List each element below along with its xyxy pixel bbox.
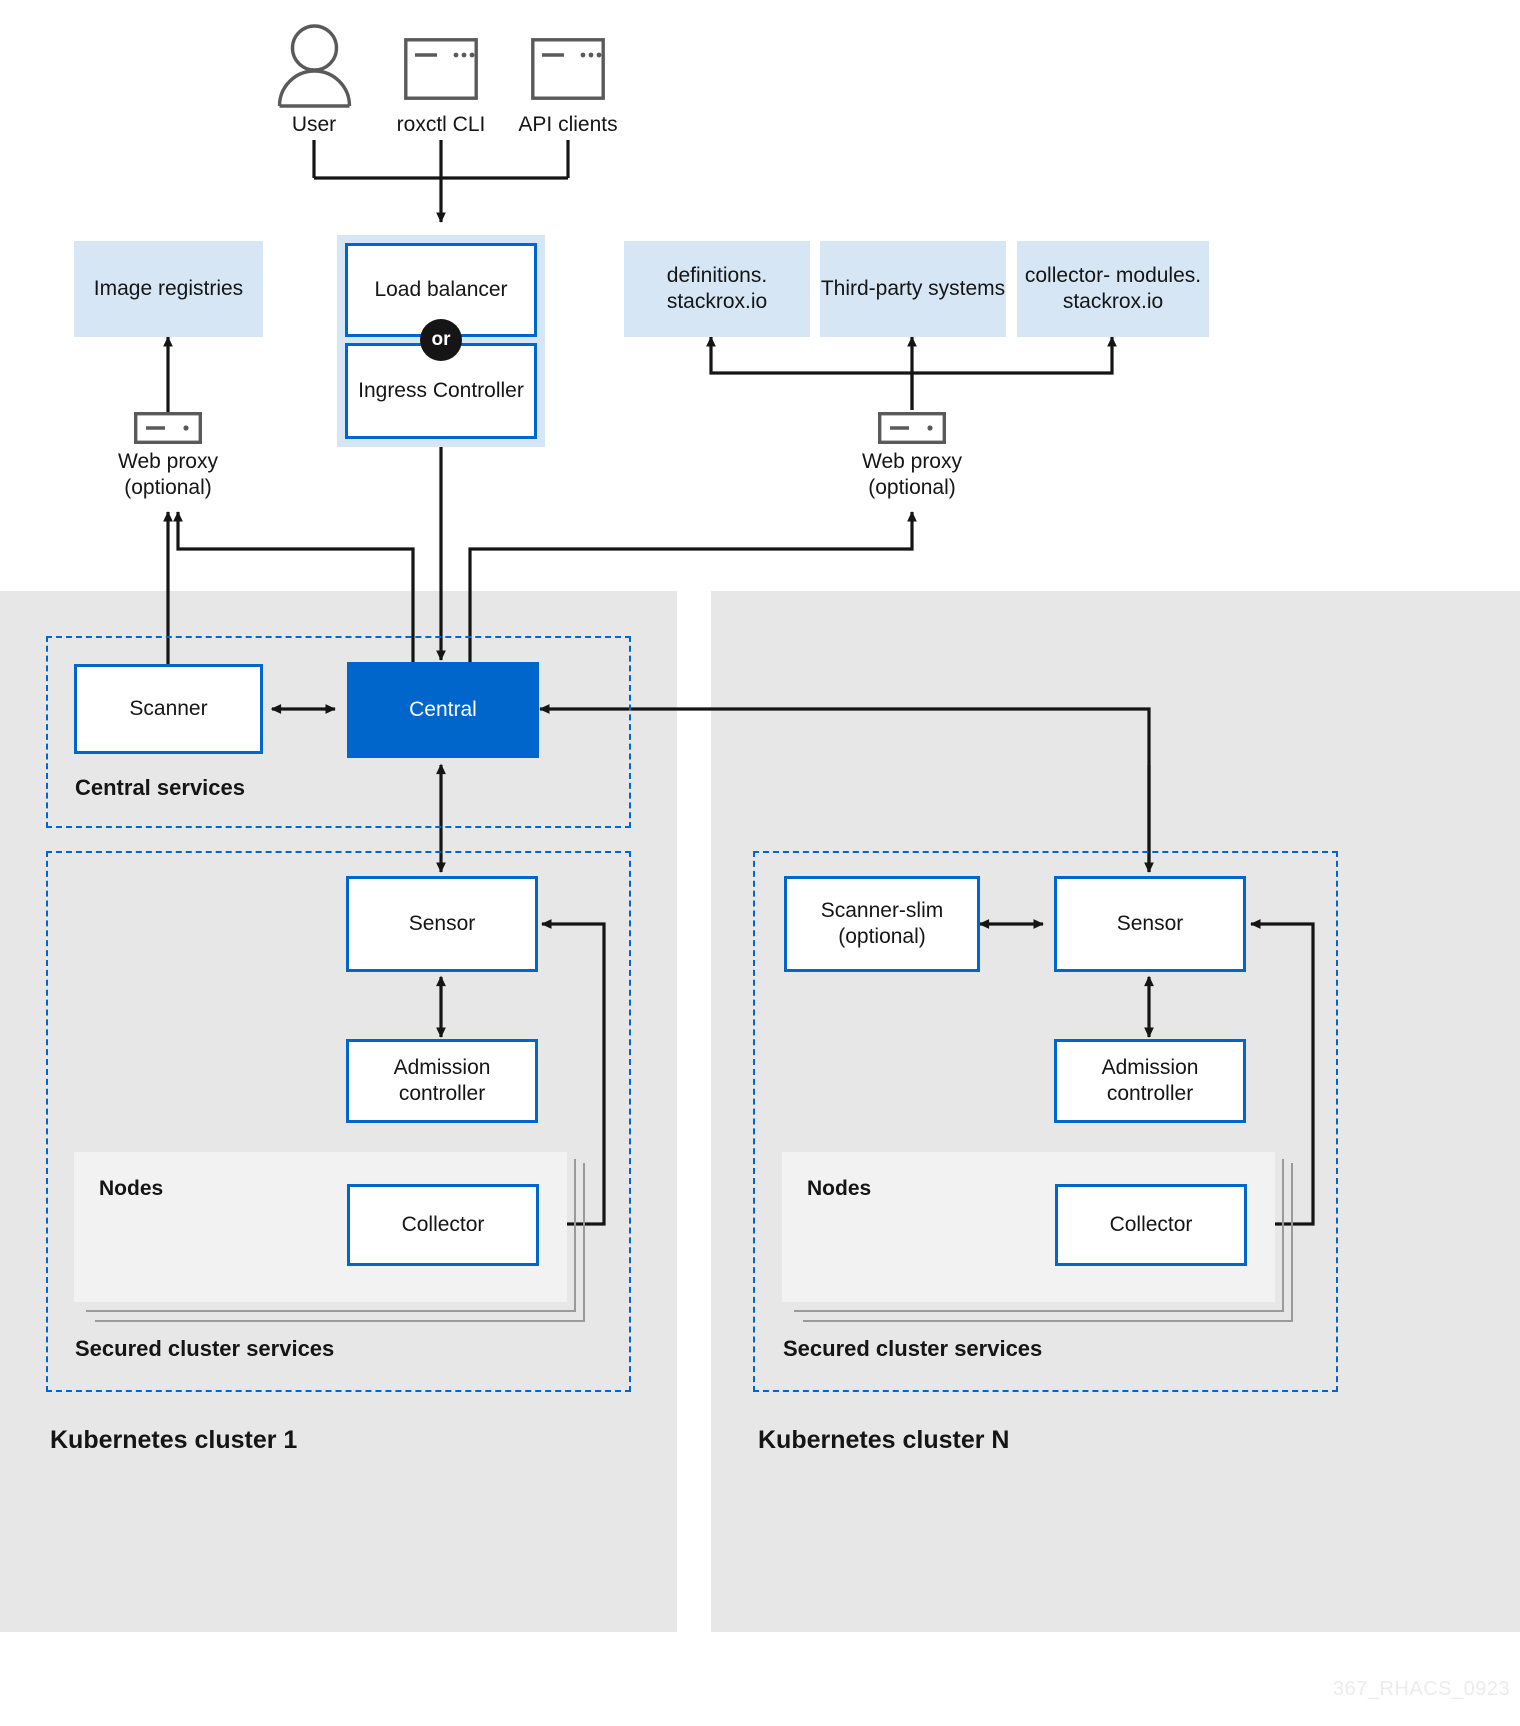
external-collector-modules-stackrox-io[interactable]: collector- modules. stackrox.io	[1017, 241, 1209, 337]
terminal-window-icon	[531, 38, 605, 100]
sensor-box-cluster-1[interactable]: Sensor	[346, 876, 538, 972]
admission-controller-box-cluster-n[interactable]: Admission controller	[1054, 1039, 1246, 1123]
nodes-stack-line-mid-n	[794, 1310, 1284, 1312]
collector-box-cluster-n[interactable]: Collector	[1055, 1184, 1247, 1266]
kubernetes-cluster-n-label: Kubernetes cluster N	[758, 1426, 1010, 1454]
nodes-label-cluster-1: Nodes	[99, 1177, 164, 1200]
watermark: 367_RHACS_0923	[1333, 1678, 1511, 1700]
web-proxy-left-label: Web proxy (optional)	[118, 450, 218, 499]
central-services-label: Central services	[75, 775, 245, 800]
nodes-stack-line-mid-1	[86, 1310, 576, 1312]
external-third-party-systems[interactable]: Third-party systems	[820, 241, 1006, 337]
client-label-api-clients: API clients	[518, 113, 618, 136]
nodes-stack-edge-back-n	[1291, 1163, 1293, 1322]
external-image-registries[interactable]: Image registries	[74, 241, 263, 337]
user-icon	[277, 24, 352, 108]
client-label-roxctl-cli: roxctl CLI	[396, 113, 486, 136]
nodes-stack-edge-back-1	[583, 1163, 585, 1322]
secured-cluster-services-label-1: Secured cluster services	[75, 1336, 335, 1361]
nodes-stack-edge-mid-1	[574, 1159, 576, 1311]
or-badge: or	[420, 319, 462, 361]
collector-box-cluster-1[interactable]: Collector	[347, 1184, 539, 1266]
nodes-stack-line-back-n	[803, 1320, 1293, 1322]
scanner-box[interactable]: Scanner	[74, 664, 263, 754]
secured-cluster-services-group-1	[46, 851, 631, 1392]
central-box[interactable]: Central	[347, 662, 539, 758]
web-proxy-icon	[878, 412, 946, 445]
terminal-window-icon	[404, 38, 478, 100]
secured-cluster-services-label-n: Secured cluster services	[783, 1336, 1043, 1361]
nodes-label-cluster-n: Nodes	[807, 1177, 872, 1200]
nodes-stack-line-back-1	[95, 1320, 585, 1322]
web-proxy-icon	[134, 412, 202, 445]
admission-controller-box-cluster-1[interactable]: Admission controller	[346, 1039, 538, 1123]
scanner-slim-box-cluster-n[interactable]: Scanner-slim (optional)	[784, 876, 980, 972]
sensor-box-cluster-n[interactable]: Sensor	[1054, 876, 1246, 972]
client-label-user: User	[291, 113, 337, 136]
kubernetes-cluster-1-label: Kubernetes cluster 1	[50, 1426, 298, 1454]
nodes-stack-edge-mid-n	[1282, 1159, 1284, 1311]
external-definitions-stackrox-io[interactable]: definitions. stackrox.io	[624, 241, 810, 337]
web-proxy-right-label: Web proxy (optional)	[862, 450, 962, 499]
